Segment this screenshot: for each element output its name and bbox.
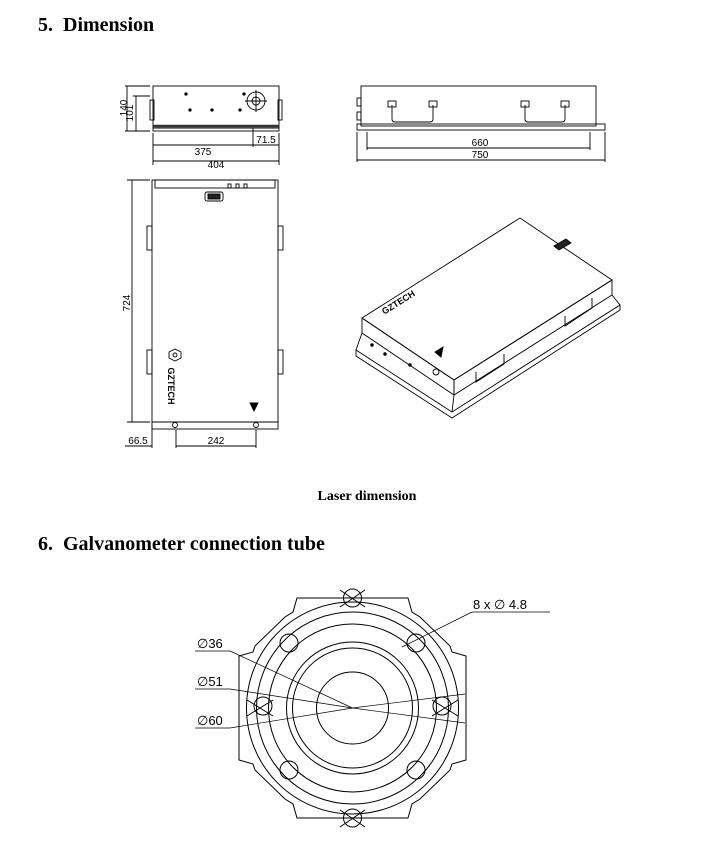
section-6-heading: 6. Galvanometer connection tube [38,533,325,555]
dim-top-offset: 66.5 [128,436,148,447]
isometric-view-drawing [355,217,621,419]
dim-top-width: 242 [208,436,225,447]
dim-height-body: 101 [125,104,136,121]
dim-side-total: 750 [472,150,489,161]
side-view-drawing [356,85,606,162]
dim-side-inner: 660 [472,138,489,149]
galvo-tube-drawing [195,588,550,828]
galvo-d51-label: ∅51 [197,674,223,689]
dim-front-total: 404 [208,160,225,171]
dim-front-width: 375 [195,147,212,158]
iso-brand-text: GZTECH [380,288,417,316]
dim-top-length: 724 [122,294,133,311]
dim-height-total: 140 [119,99,130,116]
galvo-holes-label: 8 x ∅ 4.8 [473,597,527,612]
dim-front-offset: 71.5 [256,135,276,146]
figure-caption: Laser dimension [317,489,417,504]
section-5-heading: 5. Dimension [38,14,155,36]
galvo-d60-label: ∅60 [197,713,223,728]
galvo-d36-label: ∅36 [197,636,223,651]
front-view-drawing [125,85,283,165]
top-view-drawing [125,179,284,448]
brand-logo-text: GZTECH [166,368,176,405]
